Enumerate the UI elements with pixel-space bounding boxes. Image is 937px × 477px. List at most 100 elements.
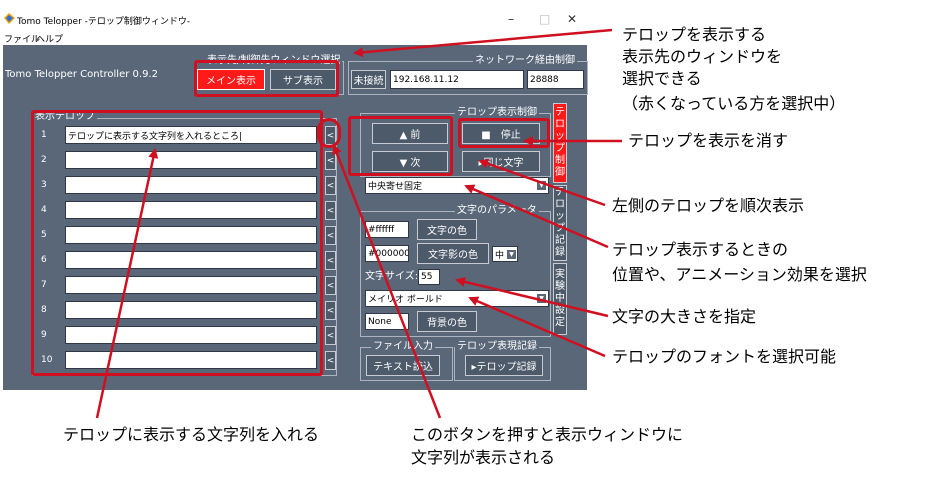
annotation-stop: テロップを表示を消す xyxy=(628,131,789,150)
telop-text-input[interactable] xyxy=(65,226,317,244)
app-name: Tomo Telopper Controller 0.9.2 xyxy=(5,69,158,80)
next-button[interactable]: ▼ 次 xyxy=(372,151,448,172)
annotation-select-window-2: 表示先のウィンドウを xyxy=(622,47,783,66)
annotation-send-button-1: このボタンを押すと表示ウィンドウに xyxy=(411,425,684,444)
network-group xyxy=(348,61,588,95)
tab-char: 中 xyxy=(555,293,565,304)
annotation-position-1: テロップ表示するときの xyxy=(612,240,789,259)
arrow-position xyxy=(464,184,609,249)
annotation-input-text: テロップに表示する文字列を入れる xyxy=(63,425,320,444)
arrow-size xyxy=(455,276,609,318)
stop-button[interactable]: ■ 停止 xyxy=(462,123,540,144)
shadow-color-input[interactable]: #000000 xyxy=(365,245,409,262)
close-button[interactable]: ✕ xyxy=(567,12,578,26)
annotation-select-window-1: テロップを表示する xyxy=(622,25,767,44)
tab-char: テ xyxy=(555,187,565,198)
shadow-color-button[interactable]: 文字影の色 xyxy=(417,243,489,264)
tab-char: 定 xyxy=(555,317,565,328)
telop-row-number: 6 xyxy=(41,255,47,265)
telop-record-button[interactable]: ▸テロップ記録 xyxy=(465,355,543,376)
telop-text-input[interactable] xyxy=(65,301,317,319)
main-display-button[interactable]: メイン表示 xyxy=(197,69,265,90)
arrow-sequential xyxy=(478,158,606,207)
text-color-button[interactable]: 文字の色 xyxy=(417,219,477,240)
telop-row-number: 4 xyxy=(41,205,47,215)
send-telop-button[interactable]: < xyxy=(325,226,336,245)
tab-char: プ xyxy=(555,143,565,154)
tab-char: ッ xyxy=(555,211,565,222)
highlight-stop xyxy=(458,118,550,148)
tab-char: ロ xyxy=(555,119,565,130)
highlight-display-target xyxy=(194,60,339,97)
title-bar: Tomo Telopper -テロップ制御ウィンドウ- – □ ✕ xyxy=(0,0,589,30)
annotation-select-window-4: （赤くなっている方を選択中） xyxy=(622,94,846,113)
telop-list-label: 表示テロップ xyxy=(33,111,97,123)
telop-text-input[interactable] xyxy=(65,151,317,169)
app-window: Tomo Telopper -テロップ制御ウィンドウ- – □ ✕ ファイル ヘ… xyxy=(0,0,589,390)
window-title: Tomo Telopper -テロップ制御ウィンドウ- xyxy=(17,17,191,27)
send-telop-button[interactable]: < xyxy=(325,176,336,195)
telop-control-label: テロップ表示制御 xyxy=(455,107,539,119)
send-telop-button[interactable]: < xyxy=(325,301,336,320)
tab-char: ッ xyxy=(555,131,565,142)
telop-text-input[interactable] xyxy=(65,251,317,269)
position-select-value: 中央寄せ固定 xyxy=(368,182,423,192)
text-size-input[interactable]: 55 xyxy=(418,269,440,285)
annotation-sequential: 左側のテロップを順次表示 xyxy=(612,196,805,215)
menu-file[interactable]: ファイル xyxy=(4,35,41,45)
telop-row-number: 8 xyxy=(41,305,47,315)
text-color-input[interactable]: #ffffff xyxy=(365,221,409,238)
tab-char: テ xyxy=(555,107,565,118)
telop-text-input[interactable] xyxy=(65,176,317,194)
send-telop-button[interactable]: < xyxy=(325,276,336,295)
font-select[interactable]: メイリオ ボールド xyxy=(365,290,549,307)
annotation-position-2: 位置や、アニメーション効果を選択 xyxy=(612,265,867,284)
maximize-button[interactable]: □ xyxy=(539,12,551,26)
telop-row-number: 5 xyxy=(41,230,47,240)
send-telop-button[interactable]: < xyxy=(325,201,336,220)
controller-panel: Tomo Telopper Controller 0.9.2 表示先/制御先ウィ… xyxy=(3,45,588,390)
telop-text-input[interactable]: テロップに表示する文字列を入れるところ| xyxy=(65,126,317,144)
highlight-send-button xyxy=(317,118,341,148)
annotation-select-window-3: 選択できる xyxy=(622,69,702,88)
telop-row-number: 7 xyxy=(41,280,47,290)
telop-text-input[interactable] xyxy=(65,201,317,219)
font-select-value: メイリオ ボールド xyxy=(368,295,443,305)
tab-char: 制 xyxy=(555,155,565,166)
tab-char: 設 xyxy=(555,305,565,316)
connect-button[interactable]: 未接続 xyxy=(351,70,386,89)
minimize-button[interactable]: – xyxy=(508,12,514,26)
telop-row-number: 1 xyxy=(41,130,47,140)
annotation-size: 文字の大きさを指定 xyxy=(612,307,757,326)
annotation-send-button-2: 文字列が表示される xyxy=(411,448,556,467)
tab-char: 御 xyxy=(555,167,565,178)
network-label: ネットワーク経由制御 xyxy=(473,55,577,67)
send-telop-button[interactable]: < xyxy=(325,151,336,170)
annotation-font: テロップのフォントを選択可能 xyxy=(612,347,837,366)
arrow-font xyxy=(468,296,606,358)
menu-bar: ファイル ヘルプ xyxy=(0,30,589,45)
arrow-select-window xyxy=(353,28,613,58)
telop-row-number: 10 xyxy=(41,355,53,365)
port-input[interactable]: 28888 xyxy=(527,70,584,89)
arrow-send-button xyxy=(332,144,442,419)
prev-button[interactable]: ▲ 前 xyxy=(372,123,448,144)
shadow-size-value: 中 xyxy=(495,250,505,261)
menu-help[interactable]: ヘルプ xyxy=(36,35,64,45)
send-telop-button[interactable]: < xyxy=(325,326,336,345)
ip-address-input[interactable]: 192.168.11.12 xyxy=(390,70,524,89)
sub-display-button[interactable]: サブ表示 xyxy=(270,69,336,90)
telop-row-number: 2 xyxy=(41,155,47,165)
send-telop-button[interactable]: < xyxy=(325,351,336,370)
tab-char: 録 xyxy=(555,247,565,258)
tab-experimental-settings[interactable]: 実験中設定 xyxy=(553,263,567,335)
bg-color-input[interactable]: None xyxy=(365,313,409,330)
bg-color-button[interactable]: 背景の色 xyxy=(417,311,477,332)
tab-telop-record[interactable]: テロップ記録 xyxy=(553,185,567,261)
telop-text-input[interactable] xyxy=(65,326,317,344)
tab-telop-control[interactable]: テロップ制御 xyxy=(553,103,567,183)
shadow-size-dropdown-icon[interactable]: ▼ xyxy=(507,250,516,259)
telop-row-number: 9 xyxy=(41,330,47,340)
send-telop-button[interactable]: < xyxy=(325,251,336,270)
telop-text-input[interactable] xyxy=(65,351,317,369)
